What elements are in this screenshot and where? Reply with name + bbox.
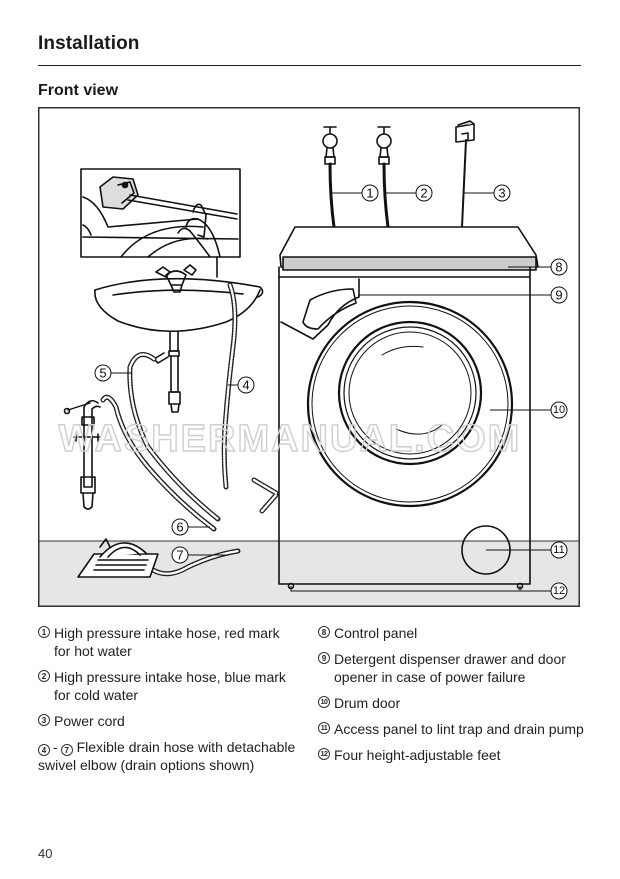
callout-number-icon: 1: [38, 626, 50, 638]
figure-frame: [38, 107, 580, 607]
legend-item-8: 8 Control panel: [318, 624, 588, 642]
legend-text: Drum door: [334, 695, 401, 711]
callout-number-icon: 8: [318, 626, 330, 638]
power-cord: [461, 139, 467, 228]
callout-8: 8: [550, 258, 568, 276]
intake-hose-2: [382, 162, 390, 229]
svg-text:5: 5: [99, 366, 106, 381]
legend-item-10: 10 Drum door: [318, 694, 588, 712]
front-view-diagram: WASHERMANUAL.COM 1 2 3 4 5 6 7 8 9 10 11…: [38, 107, 580, 607]
washing-machine: [278, 226, 539, 590]
sink-illustration: [94, 264, 264, 413]
callout-6: 6: [171, 518, 189, 536]
callout-number-icon: 11: [318, 722, 330, 734]
callout-12: 12: [550, 582, 568, 600]
svg-text:2: 2: [420, 186, 427, 201]
subsection-title: Front view: [38, 82, 119, 99]
svg-text:1: 1: [366, 186, 373, 201]
callout-5: 5: [94, 364, 112, 382]
title-divider: [38, 65, 581, 66]
legend-text: High pressure intake hose, blue mark for…: [54, 669, 286, 703]
legend-item-9: 9 Detergent dispenser drawer and door op…: [318, 650, 588, 686]
callout-number-icon: 4: [38, 744, 50, 756]
svg-text:10: 10: [553, 404, 565, 416]
svg-text:12: 12: [553, 585, 565, 597]
control-panel-illustration: [282, 256, 537, 271]
legend-text: Flexible drain hose with detachable swiv…: [38, 739, 296, 773]
callout-10: 10: [550, 401, 568, 419]
svg-text:3: 3: [498, 186, 505, 201]
callout-4: 4: [237, 376, 255, 394]
wall-socket: [455, 120, 475, 143]
legend-text: High pressure intake hose, red mark for …: [54, 625, 280, 659]
callout-1: 1: [361, 184, 379, 202]
svg-text:4: 4: [242, 378, 249, 393]
section-title: Installation: [38, 33, 140, 54]
callout-7: 7: [171, 546, 189, 564]
svg-text:6: 6: [176, 520, 183, 535]
floor-drain-illustration: [77, 538, 159, 578]
callout-number-icon: 2: [38, 670, 50, 682]
callout-number-icon: 10: [318, 696, 330, 708]
sink-hook-detail-inset: [80, 168, 241, 258]
legend-text: Power cord: [54, 713, 125, 729]
svg-text:11: 11: [553, 544, 564, 556]
svg-text:7: 7: [176, 548, 183, 563]
page-number: 40: [38, 846, 53, 861]
callout-number-icon: 9: [318, 652, 330, 664]
legend-item-2: 2 High pressure intake hose, blue mark f…: [38, 668, 298, 704]
svg-text:9: 9: [555, 288, 562, 303]
callout-number-icon: 12: [318, 748, 330, 760]
legend-item-12: 12 Four height-adjustable feet: [318, 746, 588, 764]
intake-hose-1: [328, 162, 336, 229]
legend-text: Detergent dispenser drawer and door open…: [334, 651, 566, 685]
legend-text: Access panel to lint trap and drain pump: [334, 721, 584, 737]
legend-item-1: 1 High pressure intake hose, red mark fo…: [38, 624, 298, 660]
legend-text: Control panel: [334, 625, 418, 641]
svg-text:8: 8: [555, 260, 562, 275]
legend-item-4-7: 4-7 Flexible drain hose with detachable …: [38, 738, 298, 774]
callout-3: 3: [493, 184, 511, 202]
range-dash: -: [53, 739, 58, 755]
callout-11: 11: [550, 541, 568, 559]
legend-right-column: 8 Control panel 9 Detergent dispenser dr…: [318, 624, 588, 772]
callout-9: 9: [550, 286, 568, 304]
watermark: WASHERMANUAL.COM: [59, 418, 522, 460]
legend-item-3: 3 Power cord: [38, 712, 298, 730]
cold-water-tap: [376, 126, 392, 165]
legend-text: Four height-adjustable feet: [334, 747, 501, 763]
legend-item-11: 11 Access panel to lint trap and drain p…: [318, 720, 588, 738]
hot-water-tap: [322, 126, 338, 165]
callout-2: 2: [415, 184, 433, 202]
callout-number-icon: 3: [38, 714, 50, 726]
legend-left-column: 1 High pressure intake hose, red mark fo…: [38, 624, 298, 782]
callout-number-icon: 7: [60, 744, 73, 756]
standpipe-illustration: [63, 399, 101, 510]
